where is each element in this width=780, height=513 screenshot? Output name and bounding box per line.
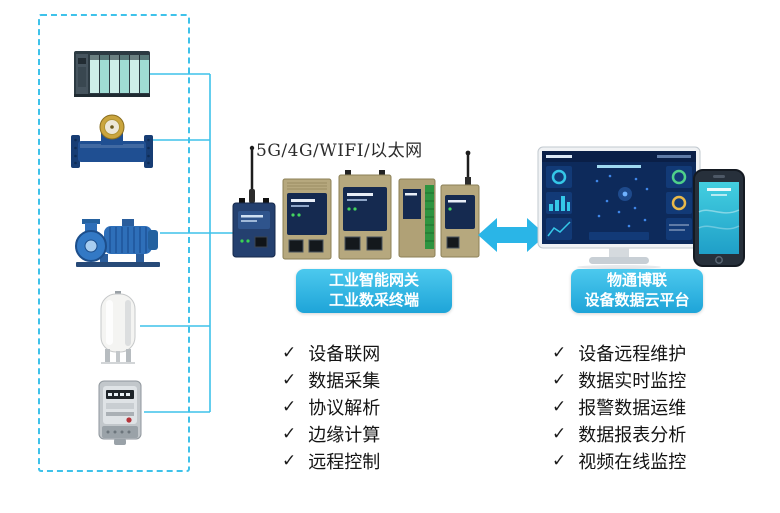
feature-item: ✓ 设备远程维护 <box>552 339 686 366</box>
gateway-label-line2: 工业数采终端 <box>328 292 419 309</box>
check-icon: ✓ <box>282 450 297 470</box>
platform-label-line2: 设备数据云平台 <box>584 292 690 309</box>
network-label: 5G/4G/WIFI/以太网 <box>256 141 423 161</box>
feature-item: ✓ 报警数据运维 <box>552 393 686 420</box>
feature-item: ✓ 数据实时监控 <box>552 366 686 393</box>
feature-item: ✓ 边缘计算 <box>282 420 380 447</box>
feature-item: ✓ 设备联网 <box>282 339 380 366</box>
platform-feature-list: ✓ 设备远程维护 ✓ 数据实时监控 ✓ 报警数据运维 ✓ 数据报表分析 ✓ 视频… <box>552 339 686 474</box>
flow-meter-image <box>71 114 153 168</box>
gateway-label: 工业智能网关 工业数采终端 <box>296 269 452 313</box>
tank-image <box>100 291 136 364</box>
feature-item: ✓ 数据采集 <box>282 366 380 393</box>
check-icon: ✓ <box>282 342 297 362</box>
plc-image <box>74 51 150 97</box>
bidirectional-arrow-icon <box>478 218 546 252</box>
energy-meter-image <box>98 380 142 445</box>
pump-image <box>75 219 160 267</box>
check-icon: ✓ <box>552 450 567 470</box>
check-icon: ✓ <box>282 396 297 416</box>
platform-label: 物通博联 设备数据云平台 <box>571 269 703 313</box>
platform-label-line1: 物通博联 <box>606 272 667 289</box>
feature-text: 报警数据运维 <box>578 397 687 418</box>
feature-text: 数据实时监控 <box>578 370 687 391</box>
feature-text: 边缘计算 <box>308 424 381 445</box>
feature-item: ✓ 远程控制 <box>282 447 380 474</box>
feature-text: 设备远程维护 <box>578 343 687 364</box>
feature-text: 协议解析 <box>308 397 381 418</box>
feature-text: 远程控制 <box>308 451 381 472</box>
feature-text: 数据报表分析 <box>578 424 687 445</box>
mobile-phone-image <box>693 169 745 267</box>
check-icon: ✓ <box>282 369 297 389</box>
check-icon: ✓ <box>552 369 567 389</box>
feature-item: ✓ 数据报表分析 <box>552 420 686 447</box>
check-icon: ✓ <box>552 396 567 416</box>
gateway-label-line1: 工业智能网关 <box>328 272 419 289</box>
feature-item: ✓ 视频在线监控 <box>552 447 686 474</box>
field-devices-boundary <box>38 14 190 472</box>
check-icon: ✓ <box>282 423 297 443</box>
cloud-dashboard-monitor-image <box>537 146 701 269</box>
feature-item: ✓ 协议解析 <box>282 393 380 420</box>
check-icon: ✓ <box>552 342 567 362</box>
check-icon: ✓ <box>552 423 567 443</box>
feature-text: 设备联网 <box>308 343 381 364</box>
gateway-devices-image <box>232 145 480 260</box>
gateway-feature-list: ✓ 设备联网 ✓ 数据采集 ✓ 协议解析 ✓ 边缘计算 ✓ 远程控制 <box>282 339 380 474</box>
feature-text: 视频在线监控 <box>578 451 687 472</box>
feature-text: 数据采集 <box>308 370 381 391</box>
